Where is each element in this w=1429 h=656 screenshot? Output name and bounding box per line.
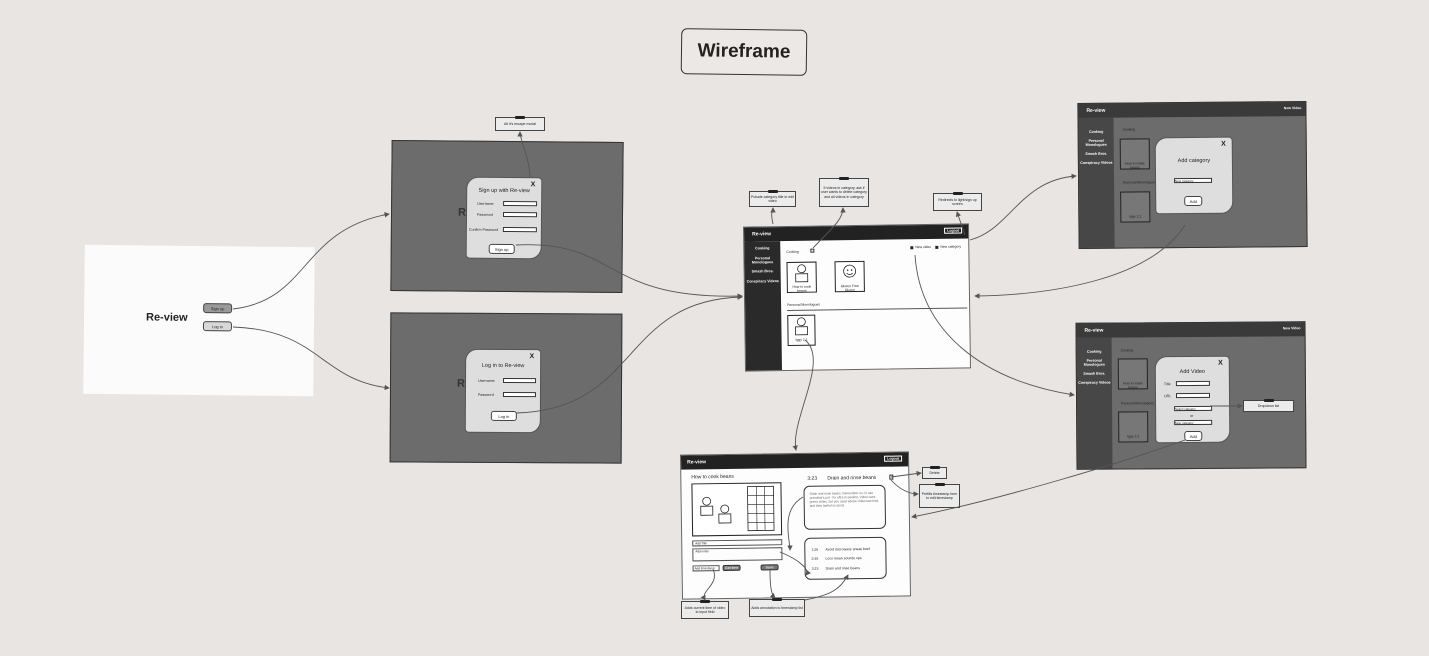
connector [890,479,919,497]
connector [914,254,1075,397]
connector [232,212,390,310]
note-redirect: Redirects to light/sign up screen [933,192,982,211]
video-player[interactable] [691,482,783,537]
connector [515,294,743,414]
video-thumbnail[interactable]: Gluten Free Gluten [834,260,865,293]
video-thumbnail[interactable]: How to cook beans [786,261,817,293]
connector [787,496,804,551]
video-thumbnail[interactable]: Iggy 2.1 [787,314,816,346]
connector [700,568,715,601]
connector [955,211,966,236]
connector [890,470,922,478]
note-delete-category: If videos in category, ask if user wants… [819,177,869,207]
connector [974,224,1186,299]
connector [770,207,776,225]
main-screen: Re-view Logout Cooking Personal Monologu… [742,223,972,372]
connector [969,173,1077,241]
person-icon [794,317,808,336]
person-icon [795,264,809,283]
connector [779,551,811,576]
scene-illustration [700,485,775,532]
connector [769,569,776,599]
note-prefill: Prefills timestamp form to edit timestam… [919,483,960,508]
connector [792,339,814,451]
video-screen: Re-view Logout How to cook beans Add Tit… [679,451,912,600]
connector [517,131,531,178]
connector [804,574,849,601]
note-add-timestamp: Adds annotation to timestamp list [749,598,805,617]
connector [515,244,743,299]
connector [232,326,390,391]
note-dropdown: Dropdown list [1243,399,1294,412]
connector [812,207,846,249]
connector [911,439,1186,519]
note-get-time: Adds current time of video to input fiel… [681,600,729,619]
note-delete: Delete [922,466,947,479]
note-escape-modal: Alt it's escape modal [495,116,545,131]
smiley-icon [843,264,857,278]
note-edit-category: Pulsate category title to edit video [749,190,796,207]
